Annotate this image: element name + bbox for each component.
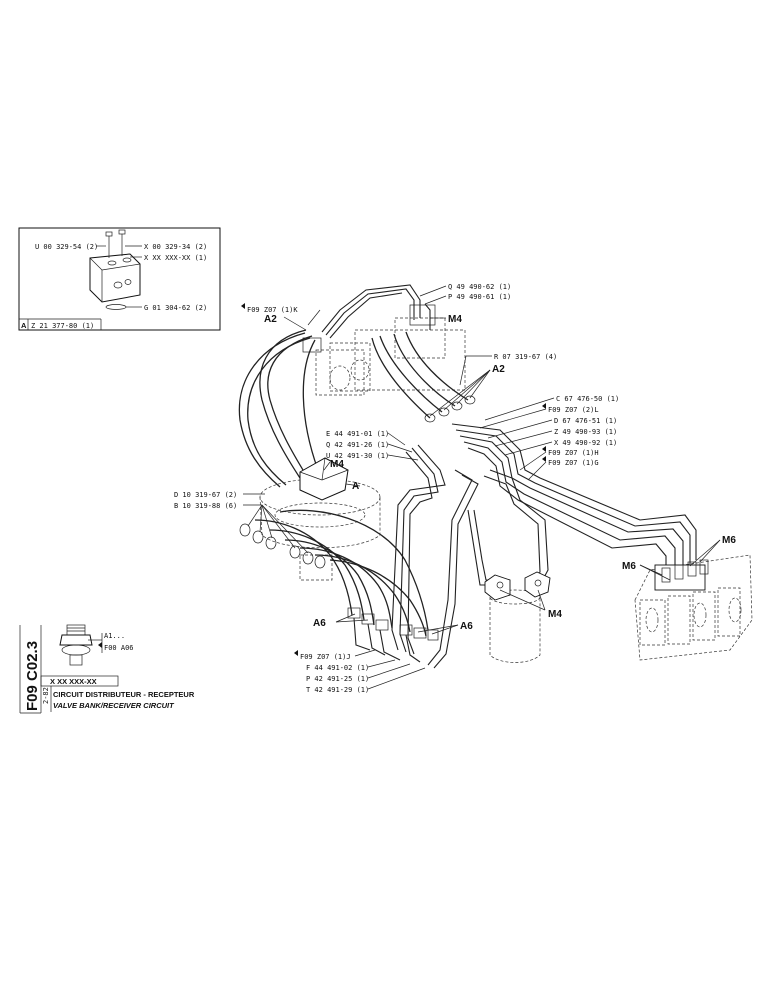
callout-p49490-61: P 49 490-61 (1) (448, 293, 511, 301)
hose-fittings-left (239, 523, 326, 569)
callout-d10319: D 10 319-67 (2) (174, 491, 237, 499)
callout-f09-g: F09 Z07 (1)G (548, 459, 599, 467)
callout-a-mid: A (352, 481, 359, 492)
label-xxx: X XX XXX-XX (1) (144, 254, 207, 262)
callout-r07319: R 07 319-67 (4) (494, 353, 557, 361)
left-hoses (238, 329, 319, 488)
callout-a1: A1... (104, 632, 125, 640)
upper-hoses (371, 331, 476, 423)
callout-m6-right: M6 (722, 535, 736, 546)
callout-t42491: T 42 491-29 (1) (306, 686, 369, 694)
callout-f44491: F 44 491-02 (1) (306, 664, 369, 672)
manifold-block (89, 253, 141, 303)
callout-f09-h: F09 Z07 (1)H (548, 449, 599, 457)
callout-m4-bottom: M4 (548, 609, 562, 620)
callout-u42491: U 42 491-30 (1) (326, 452, 389, 460)
inset-detail: U 00 329-54 (2) X 00 329-34 (2) X XX XXX… (18, 227, 221, 331)
callout-c67476: C 67 476-50 (1) (556, 395, 619, 403)
callout-labels: F09 Z07 (1)K A2 Q 49 490-62 (1) P 49 490… (101, 283, 736, 694)
upper-valve-assembly (302, 304, 466, 396)
upper-pipes (321, 284, 431, 339)
callout-m4-top: M4 (448, 314, 462, 325)
pressure-switch (59, 624, 102, 666)
ref-number: X XX XXX-XX (50, 677, 97, 686)
inset-tag-a: A (21, 321, 27, 330)
bolt-right (118, 229, 126, 256)
lower-receiver (484, 571, 551, 663)
callout-e44491: E 44 491-01 (1) (326, 430, 389, 438)
main-pipe-bundle (451, 423, 697, 575)
callout-a2-left: A2 (264, 314, 277, 325)
callout-b10319: B 10 319-88 (6) (174, 502, 237, 510)
callout-a6-left: A6 (313, 618, 326, 629)
callout-m6-left: M6 (622, 561, 636, 572)
callout-z49490: Z 49 490-93 (1) (554, 428, 617, 436)
callout-q42491: Q 42 491-26 (1) (326, 441, 389, 449)
receiver-hoses (254, 509, 429, 637)
callout-m4-mid: M4 (330, 459, 344, 470)
callout-f00a06: F00 A06 (104, 644, 134, 652)
label-g01304: G 01 304-62 (2) (144, 304, 207, 312)
leader-lines (243, 285, 721, 690)
callout-q49490-62: Q 49 490-62 (1) (448, 283, 511, 291)
callout-f09-j: F09 Z07 (1)J (300, 653, 351, 661)
callout-d67476: D 67 476-51 (1) (554, 417, 617, 425)
label-z21377: Z 21 377-80 (1) (31, 322, 94, 330)
rotary-joint (259, 457, 381, 581)
right-valve-bank (634, 554, 753, 661)
flag-markers (98, 303, 546, 656)
callout-a2-right: A2 (492, 364, 505, 375)
callout-a6-right: A6 (460, 621, 473, 632)
callout-x49490: X 49 490-92 (1) (554, 439, 617, 447)
callout-f09-l: F09 Z07 (2)L (548, 406, 599, 414)
a6-fittings (347, 607, 439, 663)
callout-p42491: P 42 491-25 (1) (306, 675, 369, 683)
label-u00329: U 00 329-54 (2) (35, 243, 98, 251)
title-english: VALVE BANK/RECEIVER CIRCUIT (53, 701, 175, 710)
drawing-date: 2-82 (42, 687, 50, 704)
bolt-left (105, 231, 113, 258)
callout-f09-k: F09 Z07 (1)K (247, 306, 298, 314)
title-french: CIRCUIT DISTRIBUTEUR - RECEPTEUR (53, 690, 195, 699)
center-pipe-bundle (391, 444, 549, 669)
label-x00329: X 00 329-34 (2) (144, 243, 207, 251)
title-block: F09 C02.3 X XX XXX-XX 2-82 CIRCUIT DISTR… (19, 625, 195, 714)
drawing-code: F09 C02.3 (24, 641, 41, 711)
